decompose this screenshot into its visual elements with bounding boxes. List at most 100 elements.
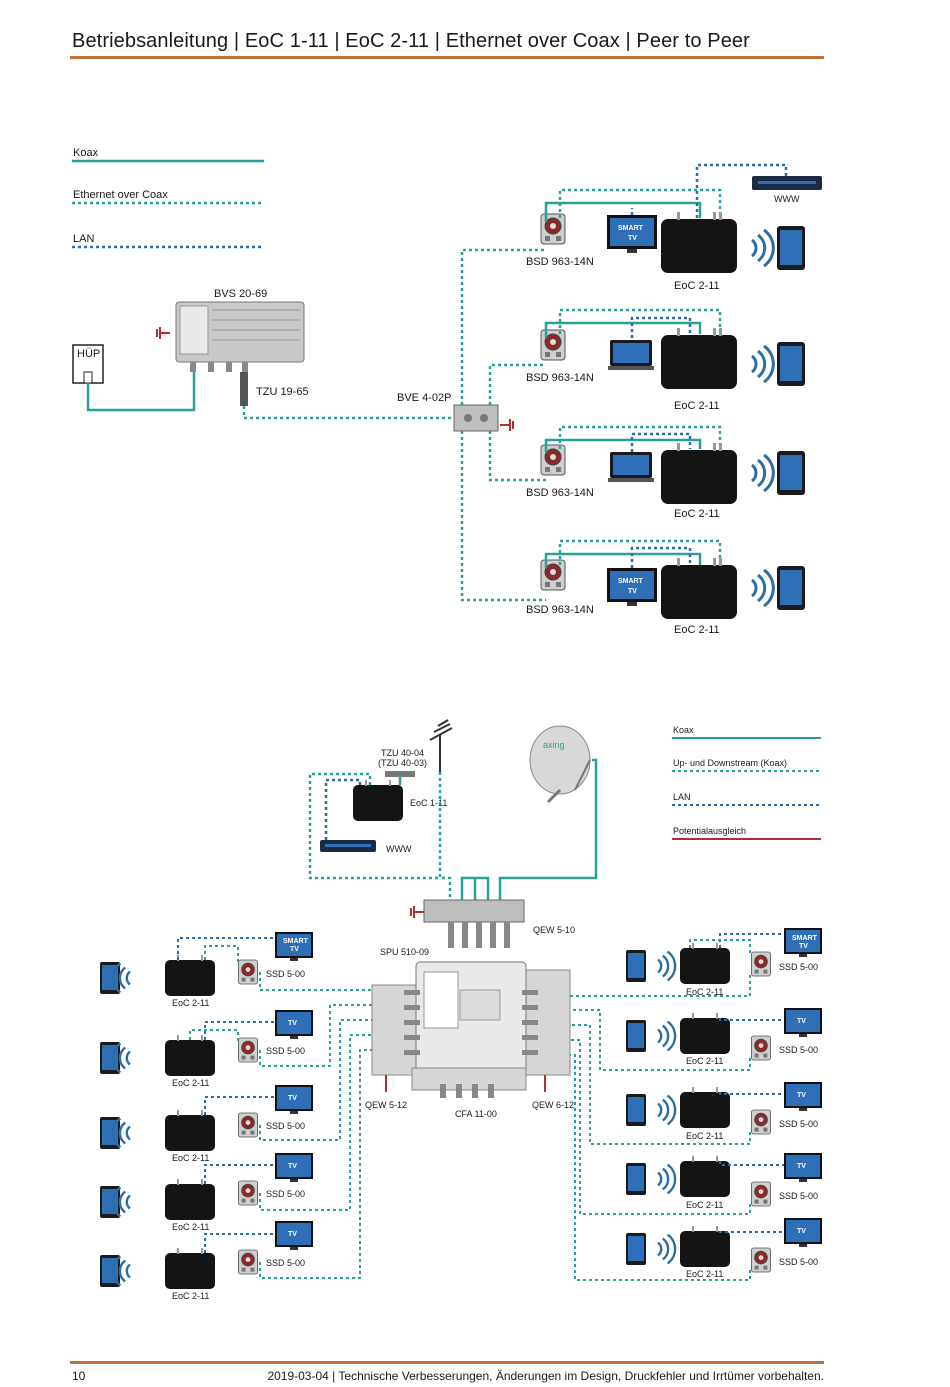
eoc-device-3	[661, 443, 737, 504]
left-unit-1: EoC 2-11 SSD 5-00 SMART TV	[100, 932, 372, 1008]
diagram1-legend: Koax Ethernet over Coax LAN	[72, 147, 264, 249]
eoc-device-2	[661, 328, 737, 389]
eoc-device-1	[661, 212, 737, 273]
svg-text:SMART: SMART	[618, 578, 644, 585]
left-unit-4: EoC 2-11 SSD 5-00 TV	[100, 1034, 372, 1232]
svg-text:SSD 5-00: SSD 5-00	[779, 1119, 818, 1129]
right-unit-3: EoC 2-11 SSD 5-00 TV	[570, 1024, 822, 1145]
unit1: BSD 963-14N SMART TV EoC 2-11 WWW	[526, 163, 822, 292]
left-unit-2: EoC 2-11 SSD 5-00 TV	[100, 1004, 372, 1088]
eoc-master-device	[353, 780, 403, 821]
laptop-icon	[608, 340, 654, 370]
svg-text:SSD 5-00: SSD 5-00	[779, 1045, 818, 1055]
hup-box: HÜP	[72, 344, 104, 384]
eoc-label-1: EoC 2-11	[674, 280, 720, 292]
cfa-block	[411, 1067, 527, 1091]
antenna-section: TZU 40-04 (TZU 40-03) EoC 1-11 WWW	[320, 719, 453, 854]
svg-text:EoC 2-11: EoC 2-11	[172, 1222, 209, 1232]
footer-rule	[70, 1361, 824, 1364]
svg-text:TV: TV	[797, 1092, 806, 1099]
svg-text:SSD 5-00: SSD 5-00	[779, 962, 818, 972]
svg-text:EoC 2-11: EoC 2-11	[172, 998, 209, 1008]
svg-text:TV: TV	[288, 1163, 297, 1170]
svg-text:TV: TV	[288, 1231, 297, 1238]
svg-text:TV: TV	[797, 1018, 806, 1025]
unit3: BSD 963-14N EoC 2-11	[526, 425, 805, 520]
amplifier-bvs: BVS 20-69	[156, 288, 305, 372]
legend-koax-label: Koax	[73, 147, 99, 159]
outlet-label-1: BSD 963-14N	[526, 256, 594, 268]
legend-lan-label: LAN	[73, 233, 94, 245]
svg-text:EoC 2-11: EoC 2-11	[172, 1291, 209, 1301]
legend2-updown-label: Up- und Downstream (Koax)	[673, 758, 787, 768]
right-units: EoC 2-11 SSD 5-00 SMART TV EoC 2-11 SSD …	[570, 928, 822, 1281]
spu-label: SPU 510-09	[380, 947, 429, 957]
left-units: EoC 2-11 SSD 5-00 SMART TV EoC 2-11 SSD …	[100, 932, 372, 1301]
unit2: BSD 963-14N EoC 2-11	[526, 308, 805, 412]
tzu-filter: TZU 19-65	[240, 372, 309, 406]
footer-note: 2019-03-04 | Technische Verbesserungen, …	[267, 1369, 824, 1383]
outlet-label-2: BSD 963-14N	[526, 372, 594, 384]
qew-top-label: QEW 5-10	[533, 925, 575, 935]
qew-left-block	[371, 984, 419, 1076]
svg-text:TV: TV	[288, 1020, 297, 1027]
www-label-1: WWW	[774, 194, 800, 204]
tzu-label: TZU 19-65	[256, 386, 309, 398]
eoc-label-2: EoC 2-11	[674, 400, 720, 412]
svg-text:EoC 2-11: EoC 2-11	[686, 1056, 723, 1066]
header-rule	[70, 56, 824, 59]
outlet-bsd-1	[540, 213, 566, 245]
svg-text:SMART: SMART	[618, 225, 644, 232]
qew-left-label: QEW 5-12	[365, 1100, 407, 1110]
tablet-icon	[777, 226, 805, 270]
svg-text:TV: TV	[797, 1228, 806, 1235]
splitter-label: BVE 4-02P	[397, 392, 451, 404]
eoc-label-3: EoC 2-11	[674, 508, 720, 520]
wifi-icon	[750, 228, 775, 268]
eoc-label-4: EoC 2-11	[674, 624, 720, 636]
multiswitch-spu: SPU 510-09 QEW 5-12 CFA 11-00 QEW 6-12	[365, 947, 574, 1119]
svg-text:EoC 2-11: EoC 2-11	[172, 1153, 209, 1163]
svg-text:TV: TV	[797, 1163, 806, 1170]
www2-label: WWW	[386, 844, 412, 854]
diagram2-legend: Koax Up- und Downstream (Koax) LAN Poten…	[672, 725, 821, 840]
svg-text:EoC 2-11: EoC 2-11	[686, 1200, 723, 1210]
svg-text:TV: TV	[288, 1095, 297, 1102]
terrestrial-antenna-icon	[429, 719, 453, 741]
svg-text:axing: axing	[543, 740, 565, 750]
right-unit-1: EoC 2-11 SSD 5-00 SMART TV	[570, 928, 822, 997]
svg-text:EoC 2-11: EoC 2-11	[686, 1131, 723, 1141]
amplifier-label: BVS 20-69	[214, 288, 267, 300]
svg-text:EoC 2-11: EoC 2-11	[686, 1269, 723, 1279]
right-unit-5: EoC 2-11 SSD 5-00 TV	[570, 1054, 822, 1281]
smart-tv-1	[607, 215, 657, 253]
eoc-device-4	[661, 558, 737, 619]
outlet-label-4: BSD 963-14N	[526, 604, 594, 616]
svg-text:SSD 5-00: SSD 5-00	[266, 1189, 305, 1199]
right-unit-2: EoC 2-11 SSD 5-00 TV	[570, 1008, 822, 1071]
page-header: Betriebsanleitung | EoC 1-11 | EoC 2-11 …	[72, 30, 750, 52]
tzu2-label-a: TZU 40-04	[381, 748, 424, 758]
cfa-label: CFA 11-00	[455, 1109, 497, 1119]
svg-text:SSD 5-00: SSD 5-00	[779, 1257, 818, 1267]
hup-label: HÜP	[77, 348, 100, 360]
legend2-lan-label: LAN	[673, 792, 691, 802]
svg-text:SMART: SMART	[792, 935, 818, 942]
svg-text:SMART: SMART	[283, 938, 309, 945]
svg-text:SSD 5-00: SSD 5-00	[266, 1258, 305, 1268]
svg-text:EoC 2-11: EoC 2-11	[686, 987, 723, 997]
legend-eoc-label: Ethernet over Coax	[73, 189, 168, 201]
legend2-potential-label: Potentialausgleich	[673, 826, 746, 836]
qew-top: QEW 5-10	[410, 899, 575, 948]
legend2-koax-label: Koax	[673, 725, 694, 735]
svg-text:SSD 5-00: SSD 5-00	[779, 1191, 818, 1201]
tzu2-label-b: (TZU 40-03)	[378, 758, 427, 768]
svg-text:SSD 5-00: SSD 5-00	[266, 969, 305, 979]
svg-text:TV: TV	[290, 946, 299, 953]
splitter-bve: BVE 4-02P	[397, 392, 514, 432]
outlet-bsd-4	[540, 559, 566, 591]
svg-text:SSD 5-00: SSD 5-00	[266, 1121, 305, 1131]
outlet-bsd-3	[540, 444, 566, 476]
svg-text:TV: TV	[628, 235, 637, 242]
